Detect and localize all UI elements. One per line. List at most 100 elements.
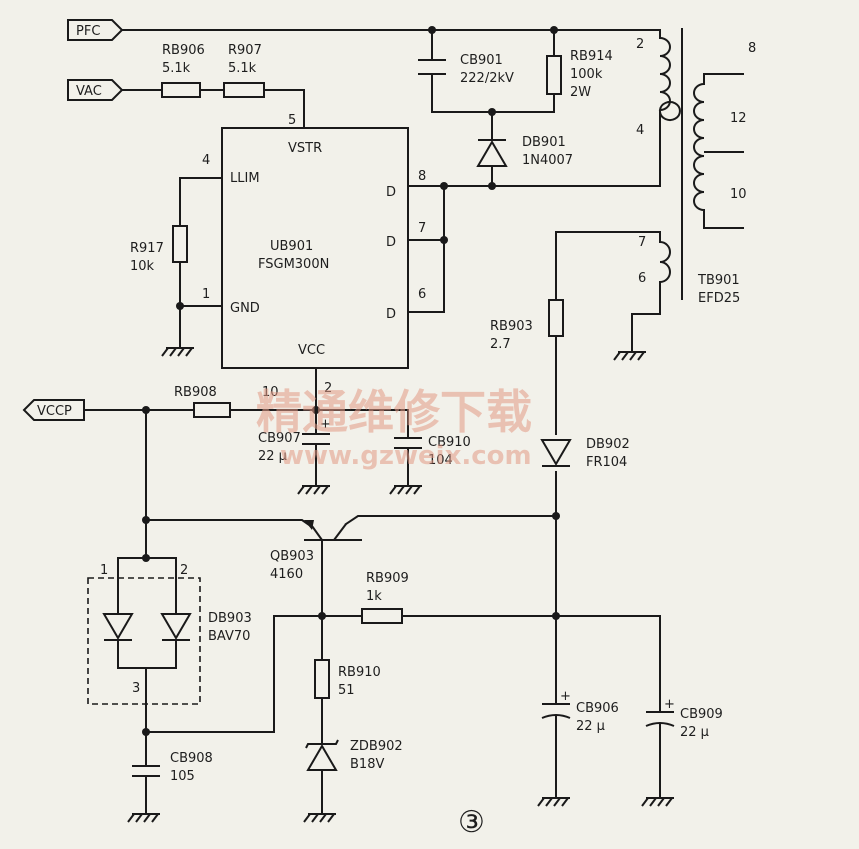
port-vccp-label: VCCP <box>37 404 72 419</box>
resistor-rb910: RB910 51 <box>314 659 381 699</box>
ic-pin-gnd-label: GND <box>230 301 260 316</box>
svg-text:10: 10 <box>730 187 747 202</box>
svg-text:RB910: RB910 <box>338 665 381 680</box>
svg-text:8: 8 <box>748 41 756 56</box>
svg-text:CB908: CB908 <box>170 751 213 766</box>
ic-pin-number-5: 5 <box>288 113 296 128</box>
svg-text:22 μ: 22 μ <box>680 725 709 740</box>
svg-text:2.7: 2.7 <box>490 337 511 352</box>
svg-text:100k: 100k <box>570 67 603 82</box>
ic-pin-vcc-label: VCC <box>298 343 325 358</box>
ic-pin-number-8: 8 <box>418 169 426 184</box>
resistor-rb909: RB909 1k <box>361 571 409 624</box>
svg-text:6: 6 <box>638 271 646 286</box>
ic-pin-number-7: 7 <box>418 221 426 236</box>
ic-ub901: VSTR LLIM GND VCC D D D UB901 FSGM300N 5… <box>202 113 426 396</box>
figure-label: ③ <box>458 805 485 840</box>
resistor-rb914: RB914 100k 2W <box>546 49 613 100</box>
watermark: 精通维修下载 www.gzweix.com <box>256 385 532 471</box>
svg-text:10k: 10k <box>130 259 155 274</box>
svg-text:1k: 1k <box>366 589 382 604</box>
svg-text:4: 4 <box>636 123 644 138</box>
ic-pin-d8-label: D <box>386 185 396 200</box>
svg-text:12: 12 <box>730 111 747 126</box>
svg-text:10: 10 <box>262 385 279 400</box>
ic-pin-number-4: 4 <box>202 153 210 168</box>
capacitor-cb908: CB908 105 <box>132 751 213 784</box>
transistor-qb903: QB903 4160 <box>270 520 362 582</box>
svg-text:222/2kV: 222/2kV <box>460 71 514 86</box>
capacitor-cb909: + CB909 22 μ <box>645 697 723 740</box>
svg-text:RB909: RB909 <box>366 571 409 586</box>
svg-text:CB910: CB910 <box>428 435 471 450</box>
port-vac-label: VAC <box>76 84 102 99</box>
svg-text:R917: R917 <box>130 241 164 256</box>
port-vac: VAC <box>67 79 124 101</box>
svg-text:1: 1 <box>100 563 108 578</box>
svg-text:www.gzweix.com: www.gzweix.com <box>280 441 532 471</box>
ground-symbols <box>127 347 674 823</box>
diode-db901: DB901 1N4007 <box>476 135 573 168</box>
svg-text:CB907: CB907 <box>258 431 301 446</box>
transformer-tb901: 2 4 7 6 8 12 10 TB901 EFD25 <box>636 28 756 306</box>
svg-text:DB902: DB902 <box>586 437 630 452</box>
svg-text:+: + <box>320 417 331 432</box>
svg-text:R907: R907 <box>228 43 262 58</box>
ic-pin-number-2: 2 <box>324 381 332 396</box>
diode-array-db903: DB903 BAV70 1 2 3 <box>87 563 252 705</box>
svg-text:精通维修下载: 精通维修下载 <box>256 385 532 439</box>
svg-text:5.1k: 5.1k <box>228 61 257 76</box>
svg-text:22 μ: 22 μ <box>258 449 287 464</box>
svg-text:RB906: RB906 <box>162 43 205 58</box>
svg-text:22 μ: 22 μ <box>576 719 605 734</box>
svg-text:51: 51 <box>338 683 355 698</box>
svg-text:QB903: QB903 <box>270 549 314 564</box>
svg-text:3: 3 <box>132 681 140 696</box>
svg-text:1N4007: 1N4007 <box>522 153 573 168</box>
ic-pin-vstr-label: VSTR <box>288 141 322 156</box>
port-pfc: PFC <box>67 19 124 41</box>
svg-text:+: + <box>560 689 571 704</box>
wires <box>83 29 661 815</box>
resistor-r917: R917 10k <box>130 225 188 274</box>
resistor-rb903: RB903 2.7 <box>490 299 564 352</box>
svg-text:EFD25: EFD25 <box>698 291 740 306</box>
svg-text:RB903: RB903 <box>490 319 533 334</box>
capacitor-cb910: CB910 104 <box>394 435 471 468</box>
ic-pin-d7-label: D <box>386 235 396 250</box>
resistor-rb906: RB906 5.1k <box>161 43 205 98</box>
svg-text:CB901: CB901 <box>460 53 503 68</box>
ic-pin-llim-label: LLIM <box>230 171 260 186</box>
capacitor-cb901: CB901 222/2kV <box>418 53 514 86</box>
svg-text:RB908: RB908 <box>174 385 217 400</box>
junction-dots <box>142 26 560 736</box>
ic-part-label: FSGM300N <box>258 257 329 272</box>
svg-text:BAV70: BAV70 <box>208 629 250 644</box>
svg-text:105: 105 <box>170 769 195 784</box>
resistor-rb908: RB908 10 <box>174 385 279 418</box>
svg-text:RB914: RB914 <box>570 49 613 64</box>
capacitor-cb907: + CB907 22 μ <box>258 417 331 464</box>
svg-text:FR104: FR104 <box>586 455 627 470</box>
svg-text:DB903: DB903 <box>208 611 252 626</box>
ic-pin-d6-label: D <box>386 307 396 322</box>
svg-text:ZDB902: ZDB902 <box>350 739 403 754</box>
port-vccp: VCCP <box>22 399 85 421</box>
svg-text:104: 104 <box>428 453 453 468</box>
resistor-r907: R907 5.1k <box>223 43 265 98</box>
svg-text:4160: 4160 <box>270 567 303 582</box>
svg-text:2: 2 <box>180 563 188 578</box>
svg-text:2W: 2W <box>570 85 591 100</box>
svg-text:7: 7 <box>638 235 646 250</box>
svg-text:2: 2 <box>636 37 644 52</box>
ic-ref-label: UB901 <box>270 239 313 254</box>
ic-pin-number-6: 6 <box>418 287 426 302</box>
svg-text:CB909: CB909 <box>680 707 723 722</box>
svg-text:DB901: DB901 <box>522 135 566 150</box>
port-pfc-label: PFC <box>76 24 100 39</box>
capacitor-cb906: + CB906 22 μ <box>541 689 619 734</box>
ic-pin-number-1: 1 <box>202 287 210 302</box>
svg-text:CB906: CB906 <box>576 701 619 716</box>
svg-text:5.1k: 5.1k <box>162 61 191 76</box>
